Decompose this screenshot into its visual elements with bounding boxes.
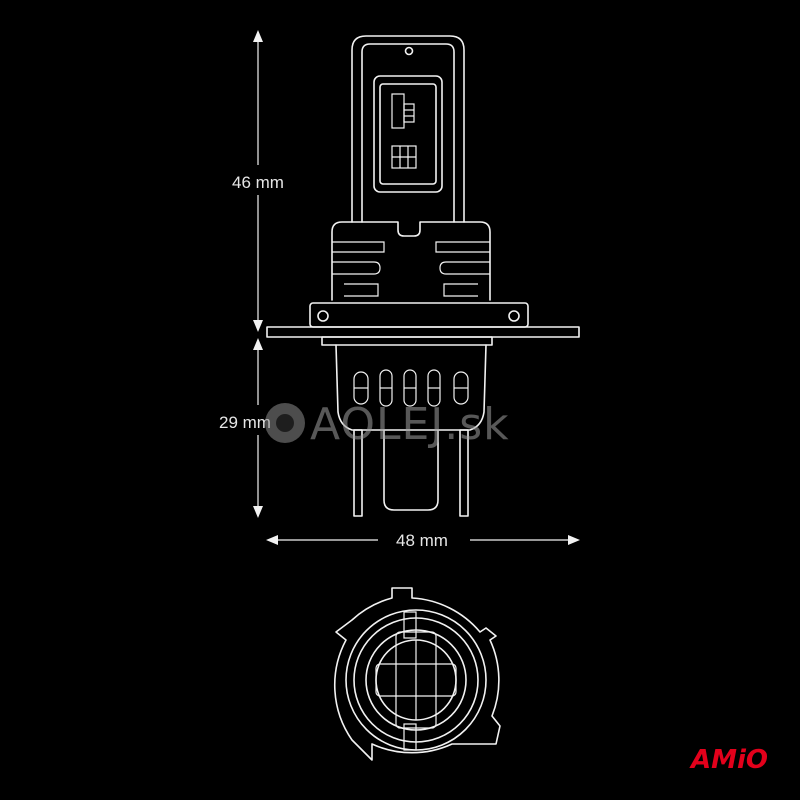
watermark: AOLEJ.sk [265, 399, 510, 450]
horizontal-dimension: 48 mm [266, 531, 580, 550]
arrow-up-icon [253, 30, 263, 42]
arrow-left-icon [266, 535, 278, 545]
bulb-base-bottom-view [333, 587, 501, 761]
dimension-width: 48 mm [396, 531, 448, 550]
bulb-side-view [266, 35, 580, 517]
brand-logo: AMiO [689, 745, 768, 775]
flange-hole-icon [317, 310, 329, 322]
arrow-up-icon [253, 338, 263, 350]
flange-hole-icon [508, 310, 520, 322]
arrow-down-icon [253, 320, 263, 332]
arrow-down-icon [253, 506, 263, 518]
dimension-height-top: 46 mm [232, 173, 284, 192]
arrow-right-icon [568, 535, 580, 545]
brand-logo-text: AMiO [689, 745, 768, 775]
dimension-height-bottom: 29 mm [219, 413, 271, 432]
vertical-dimension: 46 mm 29 mm [219, 30, 284, 518]
mount-hole-icon [404, 46, 414, 56]
watermark-text: AOLEJ.sk [310, 399, 510, 450]
